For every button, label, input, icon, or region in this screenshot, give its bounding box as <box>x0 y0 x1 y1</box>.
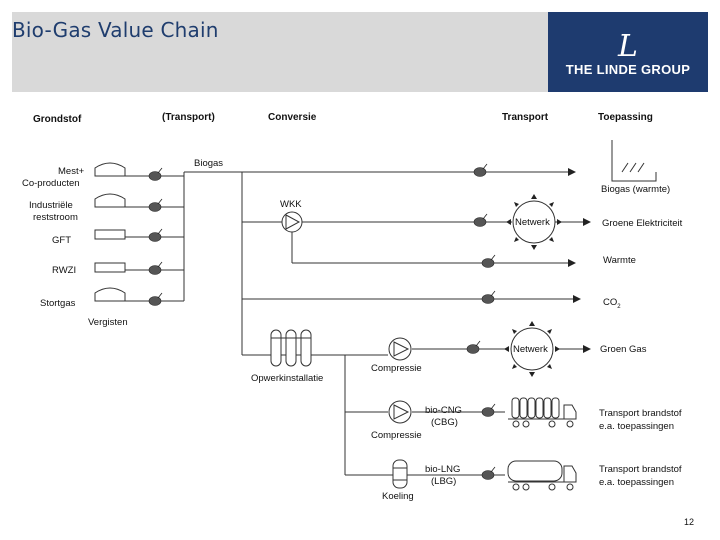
app-label-groene-elektriciteit: Groene Elektriciteit <box>602 218 683 229</box>
compressor-icon <box>388 337 412 361</box>
tank-icon <box>94 287 126 302</box>
cooling-vessel-icon <box>392 459 408 489</box>
column-header-grondstof: Grondstof <box>33 114 82 125</box>
label-bio-lng: bio-LNG <box>425 464 460 475</box>
network-1-icon <box>506 194 562 250</box>
valve-icon <box>481 407 495 417</box>
lng-truck-icon <box>507 460 577 491</box>
source-tanks <box>94 162 126 302</box>
header-bar <box>12 12 548 92</box>
linde-logo-text: THE LINDE GROUP <box>565 62 691 77</box>
label-biogas: Biogas <box>194 158 223 169</box>
valve-icon <box>473 217 487 227</box>
app-label-transport-lng: Transport brandstof <box>599 464 682 475</box>
valve-icon <box>481 258 495 268</box>
source-label-industrie-sub: reststroom <box>33 212 78 223</box>
app-label-transport-cng: Transport brandstof <box>599 408 682 419</box>
page-number: 12 <box>684 517 695 527</box>
valve-stems <box>157 163 496 473</box>
source-label-mest: Mest+ <box>58 166 85 177</box>
label-koeling: Koeling <box>382 491 414 502</box>
compressor-icon <box>388 400 412 424</box>
valve-icon <box>148 265 162 275</box>
valve-icon <box>466 344 480 354</box>
valve-icon <box>481 470 495 480</box>
page-title: Bio-Gas Value Chain <box>12 18 219 42</box>
network-2-icon <box>504 321 560 377</box>
container-icon <box>94 229 126 240</box>
label-compressie-2: Compressie <box>371 430 422 441</box>
app-label-transport-cng-sub: e.a. toepassingen <box>599 421 674 432</box>
cng-truck-icon <box>508 397 577 428</box>
column-header-transport-1: (Transport) <box>162 112 215 123</box>
label-opwerkinstallatie: Opwerkinstallatie <box>251 373 323 384</box>
linde-logo: L THE LINDE GROUP <box>548 12 708 92</box>
source-label-industrie: Industriële <box>29 200 73 211</box>
wkk-turbine-icon <box>281 211 303 233</box>
linde-logo-mark: L <box>618 29 638 64</box>
valve-icon <box>148 202 162 212</box>
app-label-co2: CO2 <box>603 297 621 310</box>
column-header-toepassing: Toepassing <box>598 112 653 123</box>
label-bio-cng: bio-CNG <box>425 405 462 416</box>
source-label-rwzi: RWZI <box>52 265 76 276</box>
label-vergisten: Vergisten <box>88 317 128 328</box>
label-netwerk-2: Netwerk <box>513 344 548 355</box>
column-header-conversie: Conversie <box>268 112 317 123</box>
app-label-groen-gas: Groen Gas <box>600 344 647 355</box>
tank-icon <box>94 162 126 177</box>
app-label-warmte: Warmte <box>603 255 636 266</box>
valve-icon <box>481 294 495 304</box>
valves <box>148 167 495 480</box>
label-wkk: WKK <box>280 199 302 210</box>
label-cbg: (CBG) <box>431 417 458 428</box>
label-netwerk-1: Netwerk <box>515 217 550 228</box>
source-label-gft: GFT <box>52 235 71 246</box>
tank-icon <box>94 193 126 208</box>
source-label-stortgas: Stortgas <box>40 298 76 309</box>
app-label-transport-lng-sub: e.a. toepassingen <box>599 477 674 488</box>
column-header-transport-2: Transport <box>502 112 549 123</box>
label-lbg: (LBG) <box>431 476 456 487</box>
upgrading-vessels-icon <box>270 329 312 367</box>
source-label-mest-sub: Co-producten <box>22 178 80 189</box>
valve-icon <box>473 167 487 177</box>
valve-icon <box>148 232 162 242</box>
valve-icon <box>148 171 162 181</box>
container-icon <box>94 262 126 273</box>
factory-icon <box>611 140 657 182</box>
label-compressie-1: Compressie <box>371 363 422 374</box>
valve-icon <box>148 296 162 306</box>
app-label-biogas-warmte: Biogas (warmte) <box>601 184 670 195</box>
